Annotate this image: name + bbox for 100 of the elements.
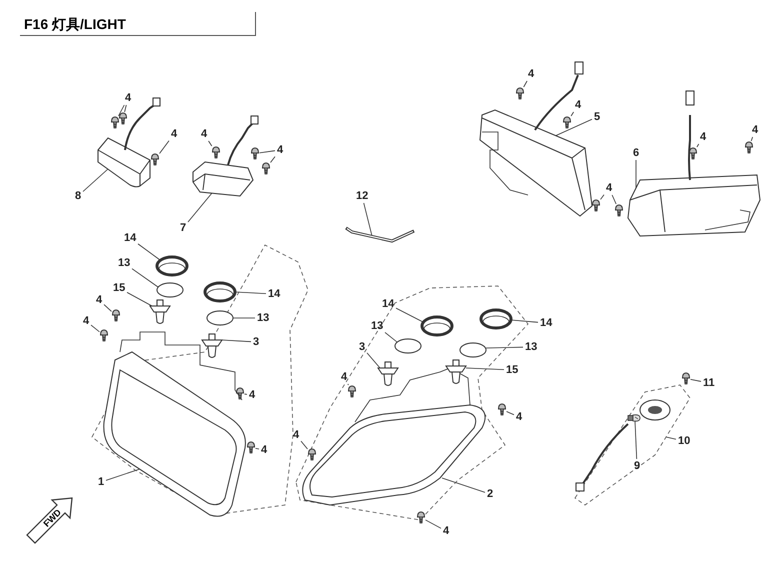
retaining-ring-drawing	[420, 316, 454, 336]
screw-drawing	[592, 200, 600, 212]
callout-number: 4	[699, 131, 708, 143]
leader-line	[425, 520, 442, 529]
title-banner: F16 灯具/LIGHT	[20, 12, 256, 36]
callout-number: 10	[677, 435, 692, 447]
screw-drawing	[682, 372, 690, 384]
callout-number: 11	[702, 377, 716, 389]
leader-line	[255, 448, 260, 450]
leader-line	[347, 384, 349, 386]
retaining-ring-drawing	[156, 256, 188, 276]
callout-number: 6	[632, 147, 640, 159]
leader-line	[570, 112, 574, 116]
leader-line	[234, 292, 266, 294]
gasket-drawing	[156, 282, 184, 298]
callout-number: 4	[751, 124, 760, 136]
callout-number: 9	[633, 460, 642, 472]
callout-number: 4	[276, 144, 284, 156]
callout-number: 4	[170, 128, 178, 140]
callout-number: 15	[112, 282, 126, 294]
leader-line	[666, 436, 676, 440]
callout-number: 4	[82, 315, 90, 327]
callout-number: 3	[252, 336, 260, 348]
leader-line	[466, 368, 504, 370]
callout-number: 14	[539, 317, 554, 329]
callout-number: 4	[515, 411, 524, 423]
callout-number: 14	[123, 232, 138, 244]
leader-line	[510, 320, 538, 323]
leader-line	[188, 192, 212, 222]
leader-line	[523, 80, 528, 88]
callout-number: 14	[267, 288, 282, 300]
leader-line	[506, 411, 514, 416]
callout-number: 4	[574, 99, 582, 111]
tail-lamp-drawing	[192, 116, 258, 197]
leader-line	[486, 346, 524, 348]
leader-line	[366, 352, 380, 368]
leader-line	[90, 324, 100, 332]
bulb-drawing	[628, 414, 640, 422]
callout-number: 4	[292, 429, 300, 441]
callout-number: 8	[74, 190, 82, 202]
leader-line	[82, 168, 108, 192]
leader-line	[244, 394, 248, 395]
screw-drawing	[112, 310, 120, 322]
bulb-drawing	[149, 300, 171, 324]
leader-line	[208, 140, 212, 146]
leader-line	[138, 243, 160, 260]
callout-number: 13	[524, 341, 538, 353]
leader-line	[384, 332, 398, 342]
leader-line	[106, 468, 140, 481]
retaining-ring-drawing	[480, 308, 512, 330]
leader-line	[259, 150, 276, 154]
leader-line	[600, 194, 604, 200]
callout-number: 14	[381, 298, 396, 310]
callout-number: 4	[95, 294, 104, 306]
callout-number: 5	[593, 111, 602, 123]
leader-line	[554, 118, 592, 136]
screw-drawing	[100, 330, 108, 342]
leader-line	[612, 194, 616, 204]
callout-number: 13	[370, 320, 384, 332]
screw-drawing	[498, 404, 506, 416]
leader-line	[300, 440, 308, 450]
callout-number: 2	[486, 488, 494, 500]
leader-line	[396, 308, 424, 322]
leader-line	[442, 478, 486, 493]
callout-number: 4	[340, 371, 348, 383]
gasket-drawing	[206, 310, 234, 326]
screw-drawing	[417, 512, 425, 524]
side-lamp-drawing	[574, 384, 690, 506]
callout-number: 13	[256, 312, 270, 324]
screw-drawing	[262, 162, 270, 174]
callout-number: 4	[248, 389, 256, 401]
callout-number: 4	[260, 444, 268, 456]
callout-number: 12	[355, 190, 370, 202]
leader-line	[696, 144, 700, 148]
headlamp-drawing	[627, 90, 761, 237]
leader-line	[750, 136, 753, 142]
callout-number: 4	[200, 128, 208, 140]
leader-line	[222, 340, 252, 342]
callout-number: 4	[605, 182, 614, 194]
screw-drawing	[516, 88, 524, 100]
screw-drawing	[563, 116, 571, 128]
leader-line	[159, 140, 170, 154]
leader-line	[104, 304, 112, 312]
headlamp-drawing	[479, 62, 593, 217]
screw-drawing	[615, 204, 623, 216]
leader-line	[126, 292, 152, 306]
callout-number: 4	[527, 68, 536, 80]
callout-number: 4	[442, 525, 450, 537]
callout-number: 1	[97, 476, 106, 488]
leader-line	[363, 202, 372, 236]
headlight-drawing	[91, 244, 308, 517]
leader-line	[270, 156, 276, 163]
callout-number: 15	[505, 364, 520, 376]
callout-number: 4	[124, 92, 132, 104]
callout-number: 7	[179, 222, 188, 234]
stay-drawing	[345, 226, 415, 243]
leader-line	[118, 104, 125, 116]
leader-line	[124, 104, 127, 112]
retaining-ring-drawing	[204, 282, 236, 302]
leader-line	[690, 378, 702, 382]
